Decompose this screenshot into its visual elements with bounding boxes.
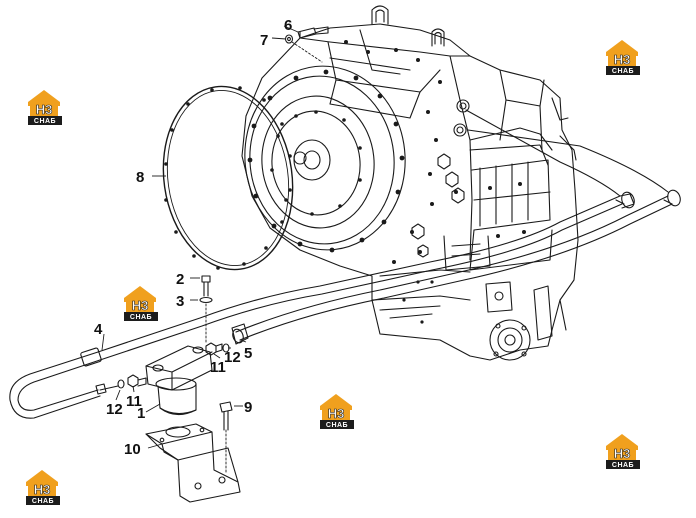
logo-sub-text: СНАБ [612, 68, 634, 75]
bolt-part-2 [201, 275, 211, 297]
callout-9: 9 [244, 399, 252, 416]
logo-main-text: H3 [614, 52, 631, 67]
logo-sub-text: СНАБ [612, 462, 634, 469]
callout-1: 1 [137, 405, 145, 422]
callout-11-right: 11 [210, 359, 226, 376]
callout-12-right: 12 [224, 349, 241, 366]
callout-5: 5 [244, 345, 252, 362]
logo-main-text: H3 [328, 406, 345, 421]
callout-2: 2 [176, 271, 184, 288]
leader-lines [101, 25, 299, 449]
logo-sub-text: СНАБ [32, 498, 54, 505]
washer-part-3 [199, 296, 213, 304]
logo-sub-text: СНАБ [326, 422, 348, 429]
gasket-ring-part-8 [162, 85, 294, 271]
bell-housing [244, 40, 526, 324]
logo-main-text: H3 [614, 446, 631, 461]
logo-main-text: H3 [132, 298, 149, 313]
callout-6: 6 [284, 17, 292, 34]
washer-part-7 [284, 34, 294, 44]
seal-part-12-left [117, 379, 125, 389]
oil-filter-part-1 [145, 345, 213, 416]
callout-3: 3 [176, 293, 184, 310]
logo-sub-text: СНАБ [34, 118, 56, 125]
bolt-part-6 [297, 26, 329, 39]
logo-main-text: H3 [36, 102, 53, 117]
callout-12-left: 12 [106, 401, 123, 418]
callout-7: 7 [260, 32, 268, 49]
callout-4: 4 [94, 321, 103, 338]
logo-sub-text: СНАБ [130, 314, 152, 321]
bolt-part-9 [219, 401, 233, 431]
oil-line-part-4 [9, 109, 635, 419]
callout-labels: 8 4 2 3 1 10 9 5 11 12 12 11 6 7 [94, 17, 292, 458]
oil-line-part-5 [231, 129, 681, 345]
fitting-part-11-left [127, 374, 147, 388]
fitting-part-11-right [205, 342, 223, 356]
callout-11-left: 11 [126, 393, 142, 410]
callout-8: 8 [136, 169, 144, 186]
logo-main-text: H3 [34, 482, 51, 497]
callout-10: 10 [124, 441, 141, 458]
